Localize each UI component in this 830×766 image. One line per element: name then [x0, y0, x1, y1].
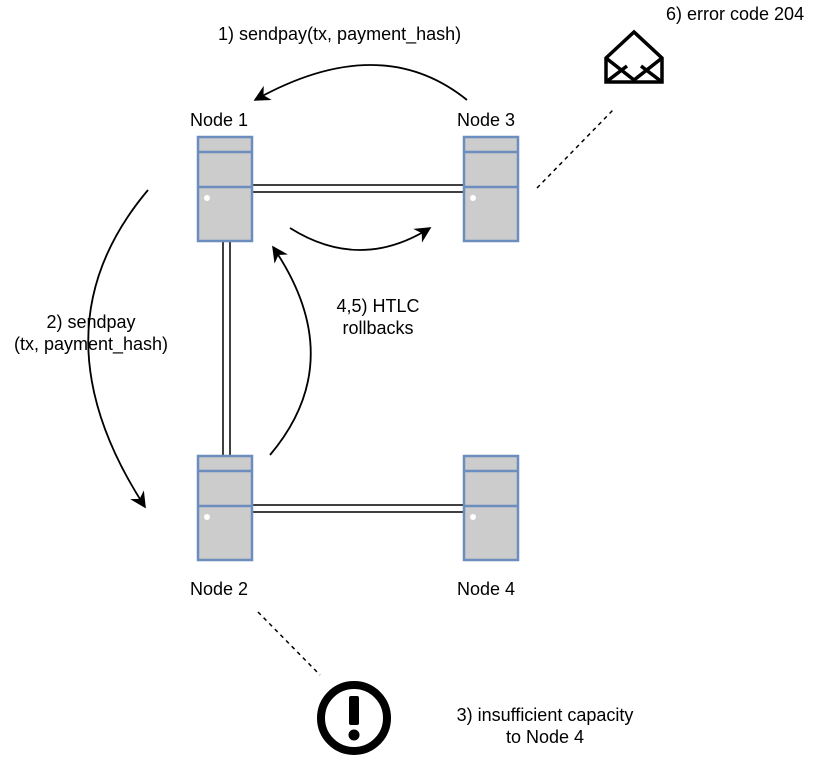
arrow-rollback-node2-node1 — [269, 245, 312, 456]
step3-line1: 3) insufficient capacity — [456, 705, 634, 725]
node2-server-icon — [196, 454, 254, 562]
node3-label: Node 3 — [457, 110, 516, 130]
step6-label: 6) error code 204 — [666, 4, 805, 24]
arrow-step1 — [253, 64, 468, 101]
exclamation-icon — [317, 681, 391, 755]
arrow-step2 — [87, 189, 149, 509]
dashed-connector-warning — [257, 611, 321, 676]
node1-label: Node 1 — [190, 110, 249, 130]
channel-node2-node4 — [253, 504, 463, 513]
step2-line2: (tx, payment_hash) — [13, 334, 169, 354]
step45-line1: 4,5) HTLC — [336, 296, 420, 316]
step2-line1: 2) sendpay — [46, 312, 136, 332]
step3-label: 3) insufficient capacity to Node 4 — [433, 704, 657, 748]
dashed-connector-error — [536, 109, 614, 189]
channel-node1-node2 — [222, 242, 231, 456]
node4-server-icon — [462, 454, 520, 562]
node2-label: Node 2 — [190, 579, 249, 599]
node1-server-icon — [196, 135, 254, 243]
node4-label: Node 4 — [457, 579, 516, 599]
step45-label: 4,5) HTLC rollbacks — [318, 295, 438, 339]
step2-label: 2) sendpay (tx, payment_hash) — [0, 311, 182, 355]
envelope-icon — [604, 29, 664, 84]
node3-server-icon — [462, 135, 520, 243]
arrow-rollback-node1-node3 — [289, 227, 432, 251]
channel-node1-node3 — [253, 184, 463, 193]
step1-label: 1) sendpay(tx, payment_hash) — [218, 24, 462, 44]
step3-line2: to Node 4 — [505, 727, 585, 747]
step45-line2: rollbacks — [342, 318, 414, 338]
